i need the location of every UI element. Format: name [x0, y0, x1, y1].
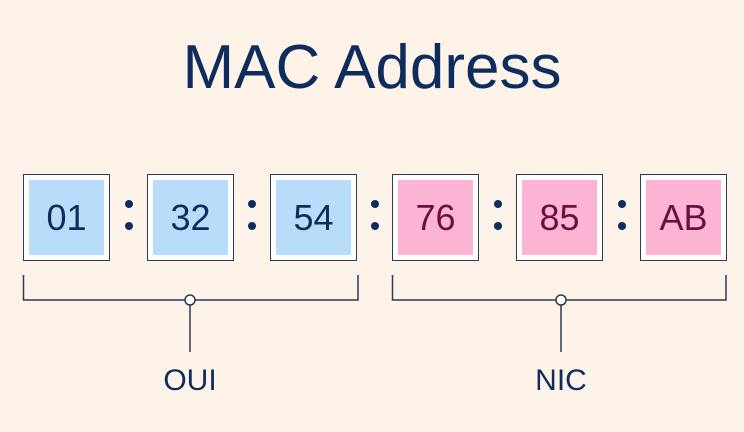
- nic-node: [555, 294, 567, 306]
- octet-box-3: 54: [270, 174, 357, 261]
- octet-box-4: 76: [392, 174, 479, 261]
- colon-separator: [371, 200, 379, 230]
- colon-separator: [494, 200, 502, 230]
- octet-value: 85: [522, 180, 597, 255]
- colon-separator: [248, 200, 256, 230]
- octet-value: 32: [153, 180, 228, 255]
- octet-box-6: AB: [640, 174, 727, 261]
- octet-value: AB: [646, 180, 721, 255]
- octet-box-1: 01: [23, 174, 110, 261]
- colon-separator: [125, 200, 133, 230]
- diagram-title: MAC Address: [182, 33, 562, 102]
- colon-separator: [618, 200, 626, 230]
- oui-node: [184, 294, 196, 306]
- octet-box-5: 85: [516, 174, 603, 261]
- octet-box-2: 32: [147, 174, 234, 261]
- octet-value: 01: [29, 180, 104, 255]
- octet-value: 54: [276, 180, 351, 255]
- octet-value: 76: [398, 180, 473, 255]
- oui-label: OUI: [163, 364, 217, 397]
- nic-label: NIC: [535, 364, 587, 397]
